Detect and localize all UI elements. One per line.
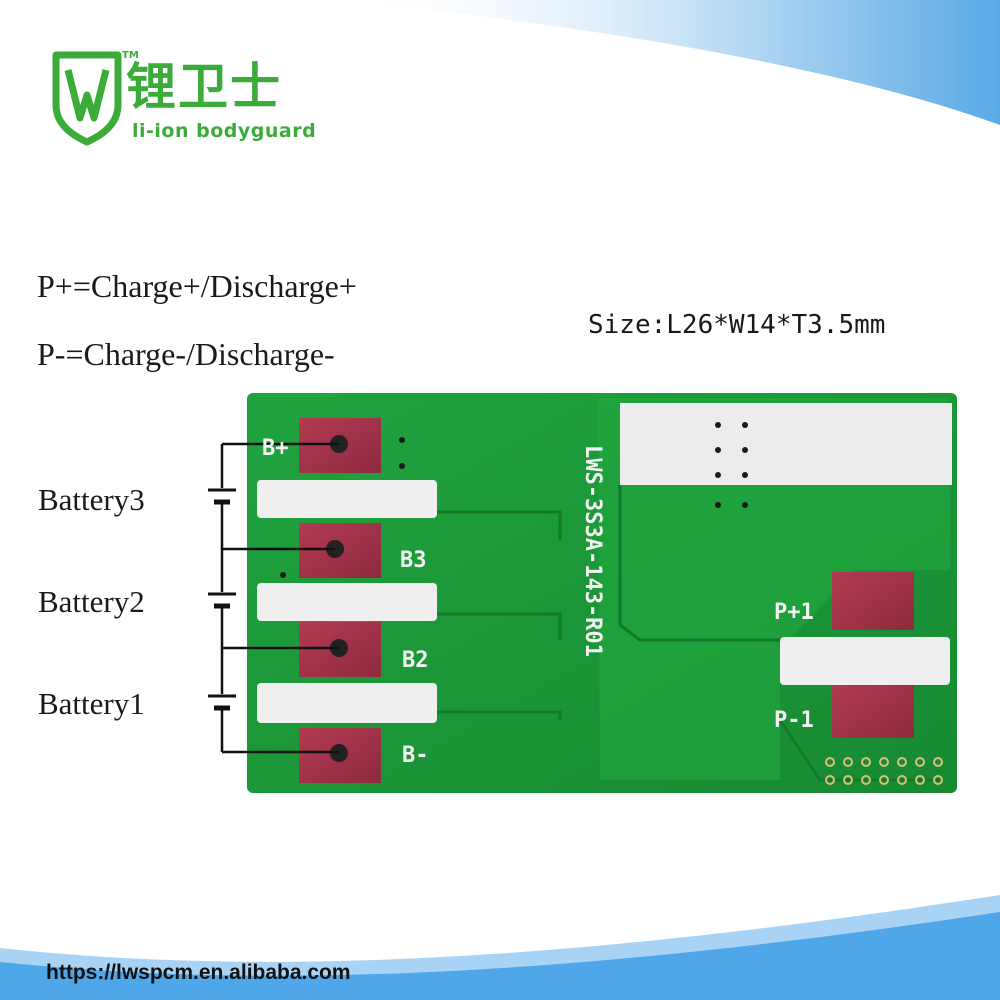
strip-right (780, 637, 950, 685)
via-row (825, 757, 943, 785)
legend-p-plus: P+=Charge+/Discharge+ (37, 268, 357, 304)
part-number: LWS-3S3A-143-R01 (580, 445, 605, 657)
pad-label-p-minus: P-1 (774, 708, 814, 733)
header-swoosh (330, 0, 1000, 125)
strip-3 (257, 683, 437, 723)
battery-symbol-2 (208, 592, 236, 609)
footer-swoosh-light (0, 895, 1000, 976)
silk-outline (618, 485, 830, 642)
battery-label-1: Battery1 (38, 686, 145, 721)
size-spec: Size:L26*W14*T3.5mm (588, 310, 886, 340)
footer-url-link[interactable]: https://lwspcm.en.alibaba.com (46, 961, 351, 984)
brand-name-cn: 锂卫士 (126, 58, 282, 116)
footer-swoosh (0, 905, 1000, 1000)
strip-2 (257, 583, 437, 621)
pad-label-b-minus: B- (402, 743, 429, 768)
strip-1 (257, 480, 437, 518)
pad-label-b-plus: B+ (262, 436, 289, 461)
vias (280, 422, 748, 578)
battery-symbol-3 (208, 488, 236, 505)
silk-block-top (620, 403, 952, 485)
battery-label-3: Battery3 (38, 482, 145, 517)
legend-p-minus: P-=Charge-/Discharge- (37, 336, 335, 372)
trademark-mark: TM (122, 50, 139, 61)
pad-p-minus (832, 680, 914, 738)
battery-symbol-1 (208, 694, 236, 711)
shield-w-logo (52, 51, 122, 146)
pad-p-plus (832, 572, 914, 630)
copper-plane (598, 398, 950, 780)
pad-label-b3: B3 (400, 548, 427, 573)
pcb-traces (436, 510, 940, 782)
pad-label-p-plus: P+1 (774, 600, 814, 625)
pad-label-b2: B2 (402, 648, 429, 673)
battery-label-2: Battery2 (38, 584, 145, 619)
brand-name-en: li-ion bodyguard (132, 120, 317, 142)
